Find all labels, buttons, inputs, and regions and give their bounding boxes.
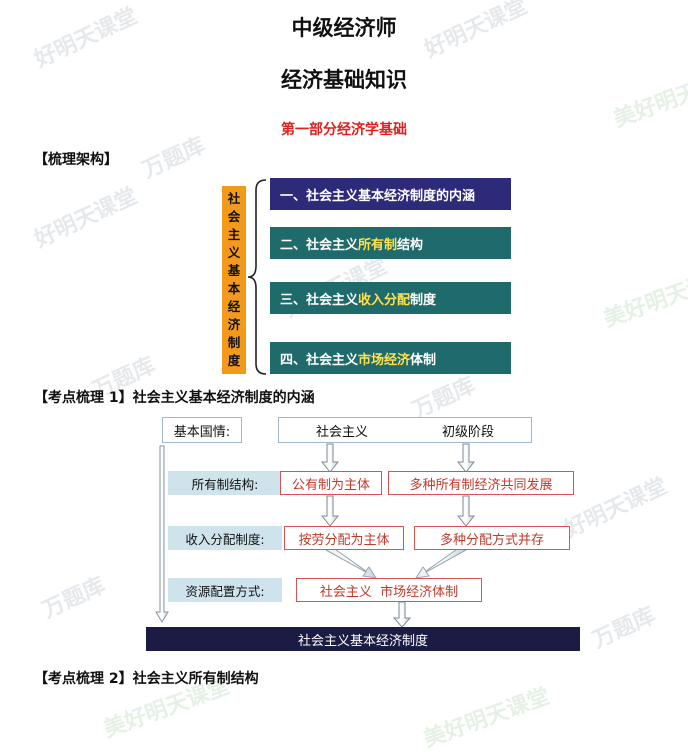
basic-conditions-label: 基本国情: [162,417,242,443]
page-subtitle: 经济基础知识 [281,68,407,92]
section-heading-framework: 【梳理架构】 [34,152,118,168]
brace-icon [247,179,267,375]
part-heading: 第一部分经济学基础 [281,122,407,138]
basic-economic-system-bar: 社会主义基本经济制度 [146,627,580,651]
watermark: 万题库 [588,602,660,654]
flowchart: 基本国情: 社会主义 初级阶段 所有制结构: 公有制为主体 多种所有制经济共同发… [146,414,584,654]
income-distribution-label: 收入分配制度: [168,526,282,550]
vertical-label-char: 主 [227,227,241,242]
framework-item-1: 一、社会主义基本经济制度的内涵 [270,178,511,210]
vertical-label-char: 基 [227,263,241,278]
page-title: 中级经济师 [291,16,397,40]
ownership-label: 所有制结构: [168,471,282,495]
vertical-label-char: 度 [227,353,241,368]
multi-distribution-box: 多种分配方式并存 [414,526,570,550]
vertical-label-char: 济 [227,317,241,332]
basic-conditions-box: 社会主义 初级阶段 [278,417,532,443]
section-heading-connotation: 【考点梳理 1】社会主义基本经济制度的内涵 [34,390,315,406]
watermark: 美好明天课堂 [600,264,688,333]
section-heading-ownership: 【考点梳理 2】社会主义所有制结构 [34,671,259,687]
watermark: 万题库 [38,572,110,624]
vertical-label-char: 义 [227,245,241,260]
vertical-label-char: 制 [227,335,241,350]
public-ownership-box: 公有制为主体 [280,471,382,495]
watermark: 好明天课堂 [30,183,142,253]
vertical-label-char: 会 [227,209,241,224]
labor-distribution-box: 按劳分配为主体 [284,526,404,550]
resource-allocation-label: 资源配置方式: [168,578,282,602]
watermark: 美好明天课堂 [420,684,554,753]
framework-item-3: 三、社会主义收入分配制度 [270,282,511,314]
socialism-text: 社会主义 [315,424,368,440]
vertical-label-char: 经 [227,299,241,314]
framework-vertical-label: 社会主义基本经济制度 [222,186,246,374]
framework-item-4: 四、社会主义市场经济体制 [270,342,511,374]
vertical-label-char: 社 [227,191,241,206]
multi-ownership-box: 多种所有制经济共同发展 [388,471,574,495]
vertical-label-char: 本 [227,281,241,296]
framework-item-2: 二、社会主义所有制结构 [270,227,511,259]
primary-stage-text: 初级阶段 [441,424,494,440]
market-economy-box: 社会主义 市场经济体制 [296,578,482,602]
